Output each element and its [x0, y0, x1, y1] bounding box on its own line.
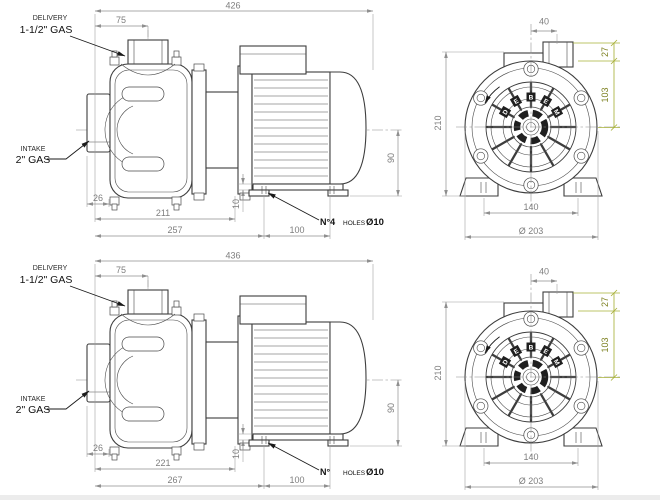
- intake-label: INTAKE: [21, 396, 46, 403]
- intake-leader-arrow: [47, 390, 90, 410]
- dim-overall-length: 426: [225, 1, 240, 11]
- holes-note-word: HOLES: [343, 470, 366, 477]
- brand-letters: D E B E M: [498, 342, 564, 369]
- dim-overall-height: 210: [433, 115, 443, 130]
- delivery-size-label: 1-1/2" GAS: [20, 274, 73, 286]
- brand-letter: M: [552, 358, 561, 366]
- dim-shaft-height: 90: [386, 403, 396, 413]
- brand-letter: B: [529, 95, 534, 102]
- dim-port-to-axis: 103: [600, 87, 610, 102]
- dim-foot-plate-thickness: 10: [231, 449, 241, 459]
- holes-note-prefix: N°4: [320, 217, 335, 227]
- dim-foot-plate-thickness: 10: [231, 199, 241, 209]
- dim-port-to-axis: 103: [600, 337, 610, 352]
- dim-intake-depth: 26: [93, 443, 103, 453]
- dim-foot-hole-span: 100: [289, 225, 304, 235]
- intake-size-label: 2" GAS: [16, 154, 51, 166]
- pump-drawing-1-labels: 426 75 26 211 257 100 10 90 40 27 103 21…: [16, 1, 610, 237]
- holes-leader-arrow: [267, 192, 320, 221]
- delivery-leader-arrow: [69, 285, 126, 307]
- dim-foot-spacing: 140: [523, 452, 538, 462]
- delivery-leader-arrow: [69, 35, 126, 57]
- brand-letter: D: [502, 108, 511, 116]
- dim-overall-length: 436: [225, 251, 240, 261]
- brand-letter: B: [529, 345, 534, 352]
- dim-casing-diameter: Ø 203: [519, 476, 544, 486]
- dim-base-length: 257: [167, 225, 182, 235]
- dim-port-height: 27: [600, 297, 610, 307]
- holes-note-prefix: N°: [320, 467, 330, 477]
- dim-delivery-offset: 75: [116, 15, 126, 25]
- dim-port-height: 27: [600, 47, 610, 57]
- brand-letters: D E B E M: [498, 92, 564, 119]
- dim-pump-length: 221: [155, 458, 170, 468]
- intake-label: INTAKE: [21, 146, 46, 153]
- pump-drawing-1-geometry: [76, 11, 622, 240]
- dim-pump-length: 211: [156, 208, 170, 218]
- dim-foot-spacing: 140: [523, 202, 538, 212]
- dim-port-offset: 40: [539, 267, 549, 277]
- dim-casing-diameter: Ø 203: [519, 226, 544, 236]
- pump-drawing-2-geometry: [76, 261, 622, 490]
- holes-note-diameter: Ø10: [366, 217, 384, 228]
- brand-letter: E: [513, 347, 521, 356]
- dim-base-length: 267: [167, 475, 182, 485]
- delivery-label: DELIVERY: [33, 15, 68, 22]
- delivery-size-label: 1-1/2" GAS: [20, 24, 73, 36]
- brand-letter: M: [552, 108, 561, 116]
- intake-size-label: 2" GAS: [16, 404, 51, 416]
- intake-leader-arrow: [47, 140, 90, 160]
- pump-drawing-2-labels: 436 75 26 221 267 100 10 90 40 27 103 21…: [16, 251, 610, 487]
- delivery-label: DELIVERY: [33, 265, 68, 272]
- holes-note-word: HOLES: [343, 220, 366, 227]
- brand-letter: E: [513, 97, 521, 106]
- dim-overall-height: 210: [433, 365, 443, 380]
- brand-letter: E: [542, 348, 550, 357]
- dim-shaft-height: 90: [386, 153, 396, 163]
- dim-delivery-offset: 75: [116, 265, 126, 275]
- page-edge: [0, 495, 660, 500]
- holes-note-diameter: Ø10: [366, 467, 384, 478]
- dim-port-offset: 40: [539, 17, 549, 27]
- brand-letter: D: [502, 358, 511, 366]
- dim-foot-hole-span: 100: [289, 475, 304, 485]
- brand-letter: E: [542, 98, 550, 107]
- holes-leader-arrow: [267, 442, 320, 471]
- dim-intake-depth: 26: [93, 193, 103, 203]
